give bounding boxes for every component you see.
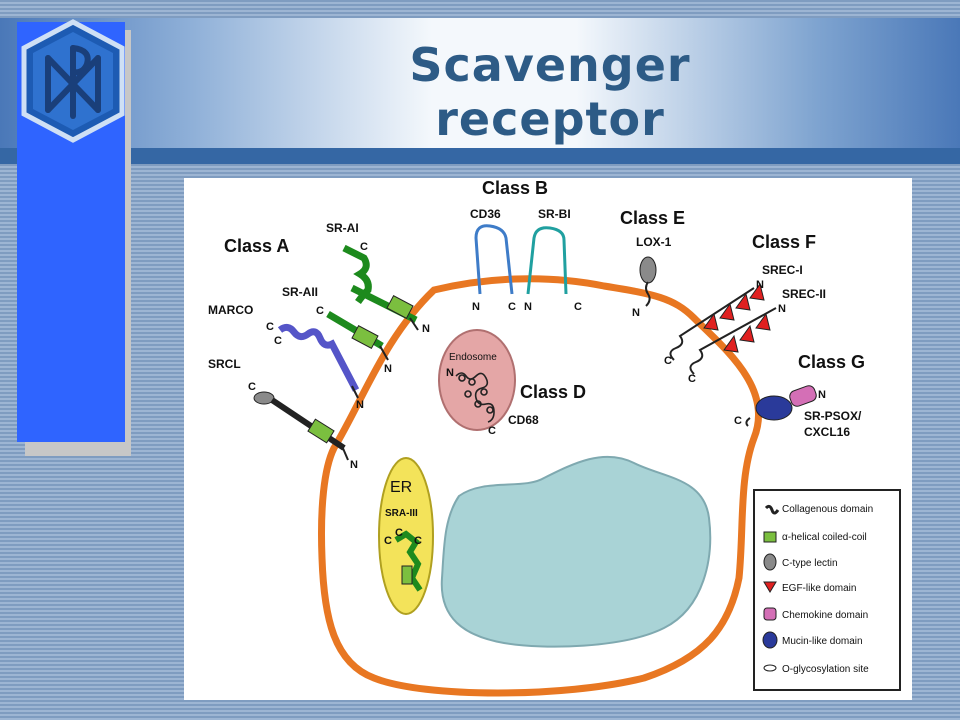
cd68-n-terminus: N xyxy=(446,367,454,379)
sra-iii-c-terminus-3: C xyxy=(414,535,422,547)
legend-item-mucin: Mucin-like domain xyxy=(782,636,863,647)
srec-i-n-terminus: N xyxy=(756,279,764,291)
srec-i-c-terminus: C xyxy=(664,355,672,367)
legend-item-glycosylation: O-glycosylation site xyxy=(782,664,869,675)
sr-bi-label: SR-BI xyxy=(538,207,571,221)
cd68-label: CD68 xyxy=(508,413,539,427)
cell-membrane xyxy=(318,275,763,697)
legend-chemokine-icon xyxy=(763,607,777,621)
er-label: ER xyxy=(390,479,412,496)
endosome-label: Endosome xyxy=(449,352,497,363)
lox1-label: LOX-1 xyxy=(636,235,672,249)
class-a-label: Class A xyxy=(224,236,289,256)
sr-aii-c-terminus: C xyxy=(316,305,324,317)
marco-c-terminus-1: C xyxy=(266,321,274,333)
sr-aii-label: SR-AII xyxy=(282,285,318,299)
class-d-label: Class D xyxy=(520,382,586,402)
lox1-n-terminus: N xyxy=(632,307,640,319)
sr-bi-loop xyxy=(526,226,568,295)
legend-egf-icon xyxy=(763,581,777,593)
class-b-label: Class B xyxy=(482,178,548,198)
sr-psox-c-terminus: C xyxy=(734,415,742,427)
srcl-label: SRCL xyxy=(208,357,241,371)
legend-item-coiled-coil: α-helical coiled-coil xyxy=(782,532,867,543)
class-g-label: Class G xyxy=(798,352,865,372)
nucleus xyxy=(440,455,712,648)
srec-ii-n-terminus: N xyxy=(778,303,786,315)
cxcl16-label: CXCL16 xyxy=(804,425,850,439)
legend: Collagenous domain α-helical coiled-coil… xyxy=(753,489,901,691)
marco-n-terminus: N xyxy=(356,399,364,411)
sr-bi-n-terminus: N xyxy=(524,301,532,313)
cd36-c-terminus: C xyxy=(508,301,516,313)
legend-item-egf: EGF-like domain xyxy=(782,583,856,594)
title-banner xyxy=(0,18,960,148)
cd36-label: CD36 xyxy=(470,207,501,221)
srcl-n-terminus: N xyxy=(350,459,358,471)
legend-item-collagenous: Collagenous domain xyxy=(782,504,873,515)
legend-item-lectin: C-type lectin xyxy=(782,558,838,569)
legend-lectin-icon xyxy=(763,553,777,571)
sr-ai-label: SR-AI xyxy=(326,221,359,235)
srec-ii-structure xyxy=(689,307,777,375)
srcl-structure xyxy=(253,391,349,461)
class-f-label: Class F xyxy=(752,232,816,252)
legend-glycosylation-icon xyxy=(763,664,777,672)
srec-i-label: SREC-I xyxy=(762,263,803,277)
sr-ai-n-terminus: N xyxy=(422,323,430,335)
cd36-n-terminus: N xyxy=(472,301,480,313)
srec-ii-label: SREC-II xyxy=(782,287,826,301)
sr-aii-structure xyxy=(326,310,389,361)
chi-rho-logo-icon xyxy=(21,19,125,143)
slide-title: Scavenger receptor xyxy=(409,38,691,146)
legend-item-chemokine: Chemokine domain xyxy=(782,610,868,621)
class-e-label: Class E xyxy=(620,208,685,228)
sra-iii-c-terminus-2: C xyxy=(384,535,392,547)
srcl-c-terminus: C xyxy=(248,381,256,393)
sr-bi-c-terminus: C xyxy=(574,301,582,313)
srec-i-structure xyxy=(669,282,765,361)
sra-iii-c-terminus-1: C xyxy=(395,527,403,539)
sr-psox-structure xyxy=(745,385,817,427)
title-underline-band xyxy=(0,148,960,164)
cd68-c-terminus: C xyxy=(488,425,496,437)
cd68-chain xyxy=(455,372,495,423)
lox1-structure xyxy=(639,256,657,307)
sr-psox-n-terminus: N xyxy=(818,389,826,401)
legend-mucin-icon xyxy=(762,631,778,649)
sr-ai-c-terminus: C xyxy=(360,241,368,253)
scavenger-receptor-diagram: Endosome N C Class D CD68 ER SRA-III C C… xyxy=(184,178,912,700)
sr-psox-label: SR-PSOX/ xyxy=(804,409,862,423)
endosome xyxy=(438,329,516,431)
sr-aii-n-terminus: N xyxy=(384,363,392,375)
marco-c-terminus-2: C xyxy=(274,335,282,347)
legend-coiled-coil-icon xyxy=(763,531,777,543)
sra-iii-label: SRA-III xyxy=(385,508,418,519)
marco-label: MARCO xyxy=(208,303,253,317)
sr-ai-structure xyxy=(342,244,419,331)
marco-structure xyxy=(277,323,360,399)
srec-ii-c-terminus: C xyxy=(688,373,696,385)
cd36-loop xyxy=(474,224,514,295)
sra-iii-structure xyxy=(394,530,423,592)
diagram-canvas: Endosome N C Class D CD68 ER SRA-III C C… xyxy=(208,178,901,697)
legend-collagenous-domain-icon xyxy=(764,504,780,515)
